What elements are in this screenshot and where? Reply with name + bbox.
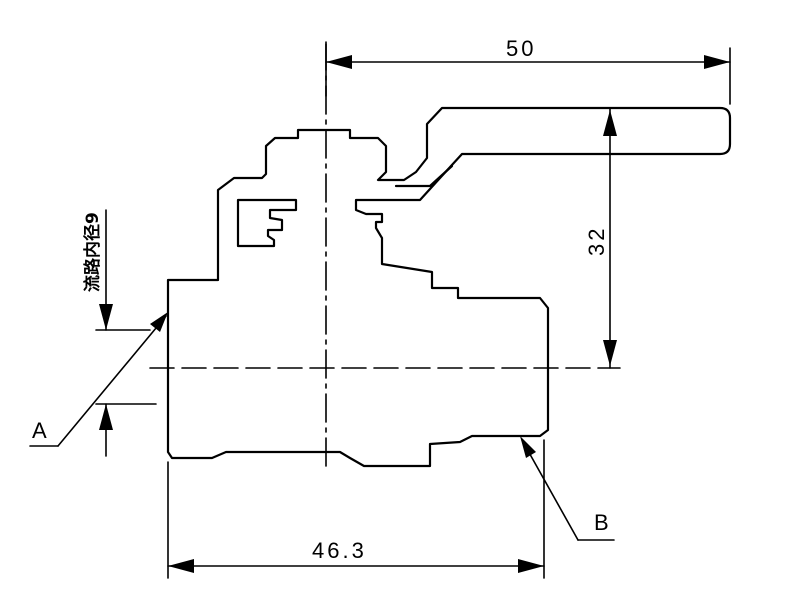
dim-46-label: 46.3 [312, 538, 367, 563]
callout-a-label: A [32, 418, 47, 443]
dim-50-arrow-right [704, 55, 730, 69]
valve-body-outline [166, 106, 732, 468]
dim-50-label: 50 [506, 36, 536, 61]
dim-32-arrow-top [603, 110, 617, 136]
leader-a-arrow [150, 312, 168, 332]
leader-b-arrow [520, 436, 536, 458]
bore-arrow-bottom [99, 404, 113, 430]
leader-b-diagonal [521, 439, 579, 541]
bore-label: 流路内径9 [82, 212, 103, 292]
dim-32-label: 32 [584, 226, 609, 256]
callout-b-label: B [594, 510, 609, 535]
dim-46-arrow-left [168, 559, 194, 573]
dim-46-arrow-right [518, 559, 544, 573]
bore-arrow-top [99, 304, 113, 330]
valve-stem-detail [236, 198, 298, 248]
leader-a-diagonal [57, 315, 167, 447]
dim-32-arrow-bottom [603, 340, 617, 366]
dim-50-arrow-left [326, 55, 352, 69]
handle-inner-edge [394, 164, 454, 188]
